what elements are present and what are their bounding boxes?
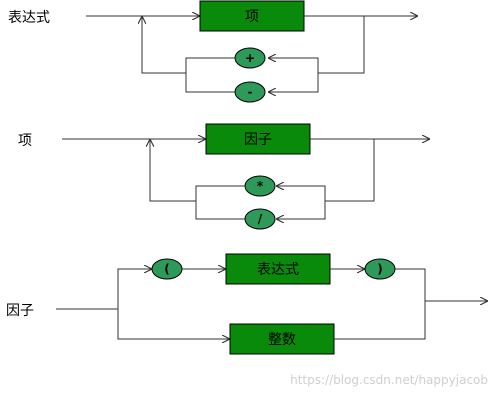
factor-label: 因子 (6, 303, 34, 319)
expression-rule: 表达式 项 + - (8, 0, 418, 103)
expression-label: 表达式 (8, 10, 50, 26)
right-paren-operator-label: ) (377, 262, 382, 276)
watermark: https://blog.csdn.net/happyjacob (290, 373, 488, 387)
multiply-operator-label: * (257, 179, 264, 193)
term-factor-box-label: 因子 (244, 132, 272, 148)
term-rule: 项 因子 * / (18, 123, 430, 230)
factor-expression-box (225, 253, 331, 285)
factor-integer-box (229, 323, 335, 355)
term-factor-box (205, 123, 311, 155)
minus-operator-label: - (248, 85, 253, 99)
plus-operator-label: + (245, 51, 255, 65)
factor-expression-box-label: 表达式 (257, 262, 299, 278)
term-label: 项 (18, 133, 32, 149)
factor-rule: 因子 ( 表达式 ) 整数 (6, 253, 488, 355)
left-paren-operator-label: ( (164, 262, 169, 276)
divide-operator-label: / (258, 212, 263, 226)
factor-integer-box-label: 整数 (268, 332, 296, 348)
expression-term-box-label: 项 (245, 9, 259, 25)
